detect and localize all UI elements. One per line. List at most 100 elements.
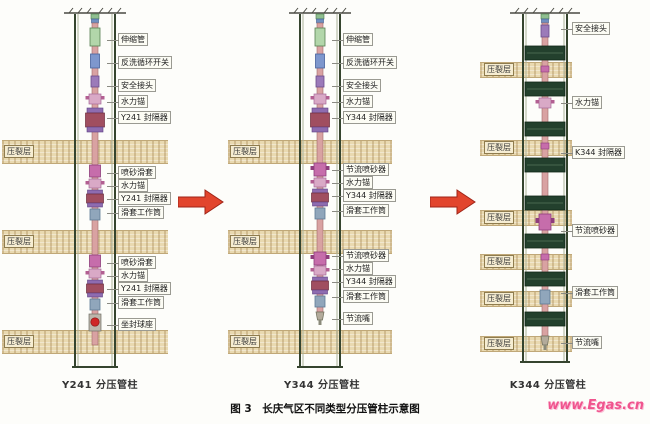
throttle-nozzle (315, 311, 325, 325)
fracture-zone-band (228, 330, 392, 354)
telescopic-joint (89, 27, 101, 47)
casing (297, 14, 343, 368)
string-name-y241: Y241 分压管柱 (61, 380, 139, 391)
tool-label: 反洗循环开关 (332, 56, 397, 69)
fracture-zone-label: 压裂层 (4, 335, 34, 348)
tool-label: 安全接头 (561, 22, 610, 35)
tool-label: 滑套工作筒 (332, 204, 389, 217)
safety-joint (315, 75, 325, 88)
safety-joint (540, 24, 550, 38)
hydraulic-anchor (310, 93, 330, 105)
packer-k344 (524, 45, 566, 61)
casing (520, 14, 570, 363)
throttle-nozzle (540, 335, 550, 350)
tool-label: 滑套工作筒 (561, 286, 618, 299)
sliding-sleeve-nipple (314, 295, 326, 308)
fracture-zone-band (228, 140, 392, 164)
fracture-zone-band (2, 330, 168, 354)
packer-y344 (311, 276, 329, 295)
wellhead (90, 13, 100, 24)
string-name-k344: K344 分压管柱 (509, 380, 587, 391)
ball-seat (88, 313, 102, 332)
tool-label: Y241 封隔器 (107, 111, 171, 124)
fracture-zone-label: 压裂层 (484, 141, 514, 154)
tool-label: 坐封球座 (107, 318, 156, 331)
packer-y344 (311, 188, 329, 207)
throttle-sand-blaster (310, 162, 330, 177)
sliding-sleeve-nipple (89, 298, 101, 311)
fracture-zone-label: 压裂层 (230, 145, 260, 158)
fracture-zone-label: 压裂层 (484, 63, 514, 76)
tool-label: 节流嘴 (561, 336, 602, 349)
perforation-port (540, 142, 550, 150)
fracture-zone-label: 压裂层 (484, 337, 514, 350)
packer-k344 (524, 81, 566, 97)
tool-label: 安全接头 (107, 79, 156, 92)
packer-k344 (524, 271, 566, 287)
sliding-sleeve-nipple (314, 207, 326, 220)
hydraulic-anchor (85, 178, 105, 189)
watermark: www.Egas.cn (547, 398, 644, 413)
tool-label: 水力锚 (332, 262, 373, 275)
tool-label: 反洗循环开关 (107, 56, 172, 69)
arrow-right-icon (430, 189, 476, 215)
perforation-port (540, 65, 550, 73)
surface-line (510, 7, 580, 14)
sandblast-sleeve (89, 254, 101, 268)
well-string-y344 (289, 7, 351, 368)
backwash-switch (90, 53, 100, 69)
tool-label: 节流喷砂器 (561, 224, 618, 237)
hydraulic-anchor (310, 177, 330, 188)
fracture-zone-label: 压裂层 (484, 255, 514, 268)
tool-label: 水力锚 (107, 269, 148, 282)
packer-y241 (86, 279, 104, 298)
tool-label: Y344 封隔器 (332, 111, 396, 124)
packer-k344 (524, 195, 566, 211)
tool-label: 水力锚 (107, 95, 148, 108)
hydraulic-anchor (85, 93, 105, 105)
fracture-zone-label: 压裂层 (4, 145, 34, 158)
tool-label: 水力锚 (332, 95, 373, 108)
packer-k344 (524, 311, 566, 327)
packer-y344 (310, 107, 330, 133)
figure-caption: 图 3 长庆气区不同类型分压管柱示意图 (230, 403, 420, 415)
casing (72, 14, 118, 368)
throttle-sand-blaster (535, 213, 555, 231)
fracture-zone-band (228, 230, 392, 254)
surface-line (289, 7, 351, 14)
fracture-zone-label: 压裂层 (484, 292, 514, 305)
fracture-zone-label: 压裂层 (4, 235, 34, 248)
wellhead (315, 13, 325, 24)
well-string-k344 (510, 7, 580, 363)
packer-k344 (524, 157, 566, 173)
tool-label: 滑套工作筒 (107, 206, 164, 219)
tool-label: Y241 封隔器 (107, 192, 171, 205)
tool-label: 水力锚 (561, 96, 602, 109)
hydraulic-anchor (85, 268, 105, 279)
tool-label: Y344 封隔器 (332, 275, 396, 288)
tool-label: Y344 封隔器 (332, 189, 396, 202)
sliding-sleeve-nipple (89, 208, 101, 221)
fracture-zone-band (2, 140, 168, 164)
tool-label: K344 封隔器 (560, 146, 626, 159)
tool-label: 喷砂滑套 (107, 256, 156, 269)
fracture-zone-label: 压裂层 (230, 235, 260, 248)
string-name-y344: Y344 分压管柱 (283, 380, 361, 391)
backwash-switch (315, 53, 325, 69)
tool-label: 水力锚 (107, 179, 148, 192)
tool-label: 喷砂滑套 (107, 166, 156, 179)
sandblast-sleeve (89, 164, 101, 178)
tool-label: 滑套工作筒 (332, 290, 389, 303)
wellhead (540, 13, 550, 24)
fracture-zone-label: 压裂层 (230, 335, 260, 348)
packer-y241 (85, 107, 105, 133)
tool-label: 节流嘴 (332, 312, 373, 325)
packer-y241 (86, 189, 104, 208)
hydraulic-anchor (310, 265, 330, 276)
telescopic-joint (314, 27, 326, 47)
hydraulic-anchor (535, 97, 555, 109)
perforation-port (540, 253, 550, 261)
safety-joint (90, 75, 100, 88)
tool-label: 节流喷砂器 (332, 249, 389, 262)
